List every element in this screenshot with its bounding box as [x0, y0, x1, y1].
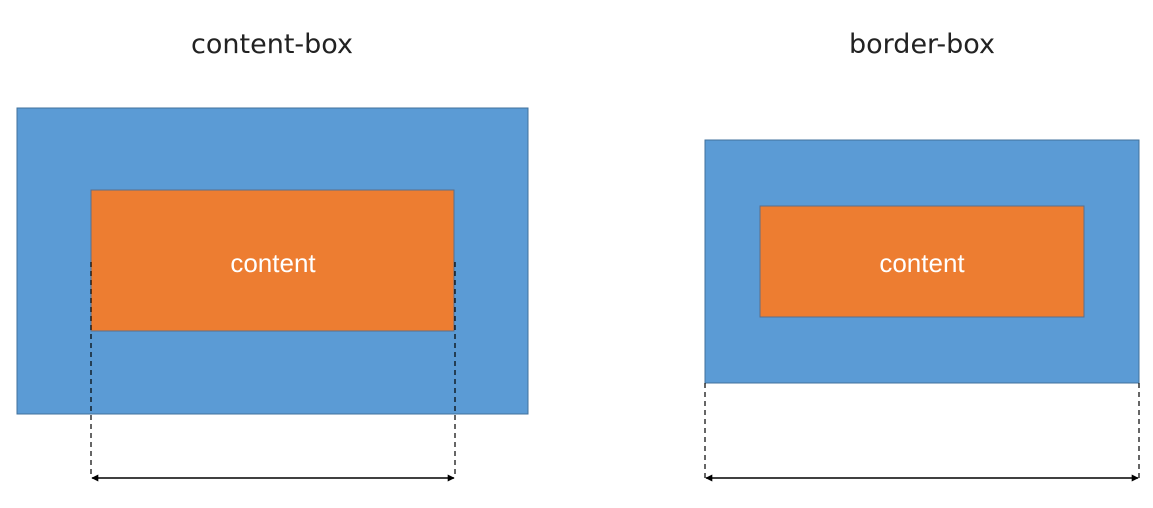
- border-box-title: border-box: [849, 29, 995, 60]
- content-box-content-area: [90, 189, 455, 332]
- border-box-content-area: [759, 205, 1085, 318]
- border-box-panel: border-box content: [704, 29, 1140, 482]
- border-box-content-label: content: [879, 248, 965, 278]
- content-box-panel: content-box content: [16, 29, 529, 482]
- content-box-title: content-box: [191, 29, 353, 60]
- content-box-content-label: content: [230, 248, 316, 278]
